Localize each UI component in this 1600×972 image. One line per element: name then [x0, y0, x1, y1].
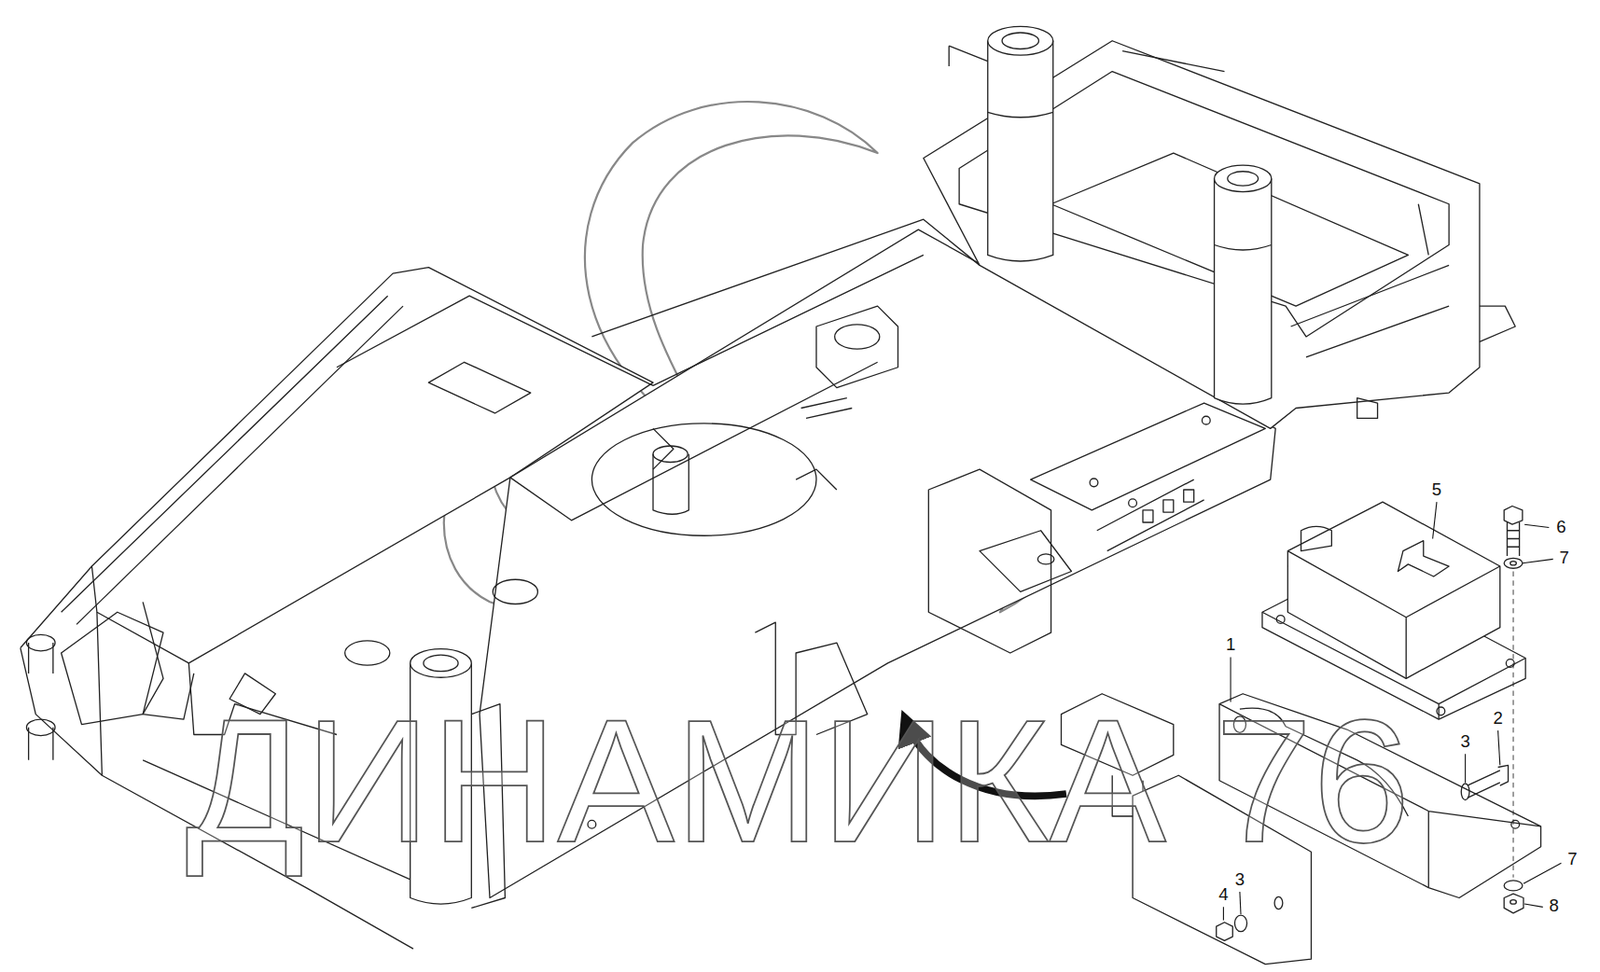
callout-number: 3	[1233, 871, 1248, 891]
callout-number: 1	[1224, 636, 1239, 655]
callout-number: 7	[1557, 549, 1572, 569]
callout-number: 8	[1546, 897, 1561, 917]
callout-number: 5	[1430, 481, 1445, 501]
control-box	[1262, 501, 1526, 720]
watermark: ДИНАМИКА 76	[185, 693, 1410, 869]
callout-number: 2	[1490, 709, 1505, 729]
callout-number: 7	[1565, 850, 1580, 870]
callout-number: 6	[1554, 517, 1569, 537]
callout-number: 3	[1458, 733, 1473, 752]
rear-frame	[923, 41, 1516, 430]
callout-number: 4	[1216, 886, 1231, 905]
